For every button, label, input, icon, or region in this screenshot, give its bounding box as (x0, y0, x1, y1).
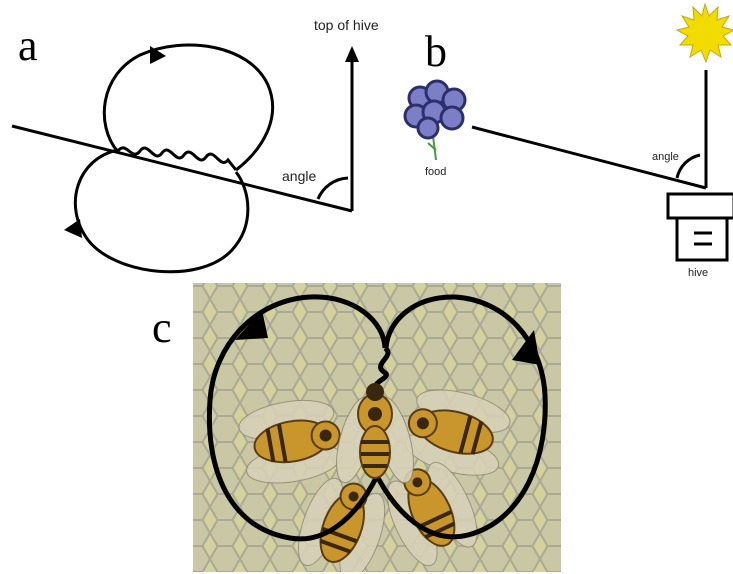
arrow-head-icon (345, 46, 359, 62)
flower-icon (405, 81, 465, 160)
angle-label-a: angle (282, 168, 316, 184)
dance-loop-lower (75, 150, 248, 272)
panel-c-letter: c (152, 303, 172, 352)
panel-a: a top of hive angle (12, 17, 379, 272)
angle-label-b: angle (652, 151, 679, 163)
loop-arrow-icon (64, 219, 82, 238)
hive-icon (668, 194, 733, 260)
panel-b-letter: b (425, 27, 447, 76)
angle-arc (318, 178, 348, 199)
panel-b: b angle food (405, 4, 733, 279)
panel-a-letter: a (18, 21, 38, 70)
hive-label: hive (688, 267, 708, 279)
sun-icon (677, 4, 733, 62)
top-of-hive-label: top of hive (314, 17, 379, 33)
food-label: food (425, 166, 446, 178)
angle-arc (677, 155, 700, 178)
panel-c: c (152, 283, 561, 574)
